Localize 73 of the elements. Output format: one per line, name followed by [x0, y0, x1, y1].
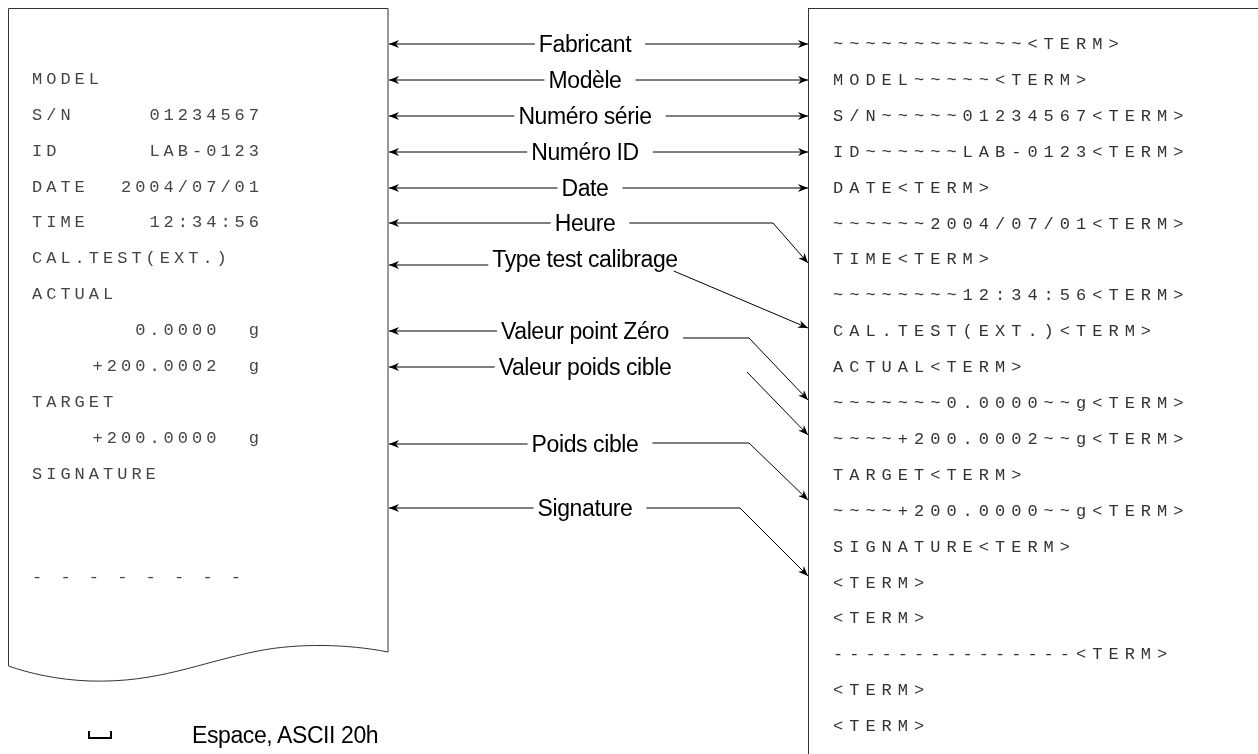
field-label: Type test calibrage: [492, 246, 678, 272]
data-line: SIGNATURE<TERM>: [833, 537, 1077, 558]
data-line: ~~~~~~2004/07/01<TERM>: [833, 214, 1190, 235]
data-line: TIME<TERM>: [833, 250, 996, 271]
printout-text: SIGNATURE: [32, 465, 160, 485]
arrow: [388, 184, 558, 192]
data-line: CAL.TEST(EXT.)<TERM>: [833, 322, 1158, 343]
printout-text: 0.0000 g: [135, 321, 263, 341]
arrow: [388, 504, 535, 512]
arrow: [645, 507, 809, 577]
printout-text: +200.0002 g: [92, 357, 263, 377]
data-line: TARGET<TERM>: [833, 465, 1028, 486]
printout-text: 2004/07/01: [120, 178, 263, 198]
printout-text: S/N: [32, 106, 75, 126]
printout-text: ACTUAL: [32, 285, 118, 305]
data-line: <TERM>: [833, 681, 931, 702]
printout-text: CAL.TEST(EXT.): [32, 249, 231, 269]
arrow: [388, 261, 489, 269]
arrow: [652, 148, 809, 156]
data-line: ~~~~~~~0.0000~~g<TERM>: [833, 394, 1190, 414]
data-output-box: [808, 8, 1258, 754]
printout-text: ID: [32, 142, 61, 162]
receipt-paper: [8, 8, 389, 684]
data-line: ~~~~+200.0002~~g<TERM>: [833, 429, 1190, 450]
arrow: [651, 442, 809, 501]
arrow: [388, 76, 545, 84]
printout-text: 01234567: [149, 106, 263, 126]
printout-text: LAB-0123: [149, 142, 263, 162]
arrow: [628, 222, 809, 264]
data-line: ID~~~~~~LAB-0123<TERM>: [833, 142, 1190, 163]
field-label: Heure: [554, 210, 616, 236]
data-line: <TERM>: [833, 609, 931, 630]
arrow: [388, 219, 552, 227]
arrow: [644, 40, 809, 48]
field-label: Numéro série: [518, 103, 652, 129]
data-line: <TERM>: [833, 573, 931, 594]
data-line: DATE<TERM>: [833, 178, 996, 199]
printout-text: 12:34:56: [149, 213, 263, 233]
arrow: [388, 440, 529, 448]
field-label: Poids cible: [531, 431, 639, 457]
field-label: Valeur poids cible: [498, 354, 672, 380]
printout-text: MODEL: [32, 70, 103, 90]
arrow: [635, 76, 809, 84]
arrow: [388, 112, 515, 120]
data-line: ---------------<TERM>: [833, 645, 1174, 666]
arrow: [746, 371, 809, 436]
arrow: [388, 40, 536, 48]
field-label: Valeur point Zéro: [501, 318, 669, 344]
data-line: ~~~~~~~~~~~~<TERM>: [833, 35, 1125, 55]
field-label: Signature: [537, 495, 633, 521]
arrow: [388, 148, 528, 156]
arrow: [665, 112, 809, 120]
arrow: [622, 184, 809, 192]
field-label: Fabricant: [538, 31, 632, 57]
printout-text: TIME: [32, 213, 89, 233]
printout-text: - - - - - - - -: [32, 568, 246, 588]
arrow: [388, 327, 498, 335]
data-line: ~~~~+200.0000~~g<TERM>: [833, 501, 1190, 522]
printout-text: +200.0000 g: [92, 429, 263, 449]
data-line: ~~~~~~~~12:34:56<TERM>: [833, 286, 1190, 307]
arrow: [388, 363, 496, 371]
field-label: Numéro ID: [531, 139, 639, 165]
data-line: ACTUAL<TERM>: [833, 358, 1028, 379]
printout-text: DATE: [32, 178, 89, 198]
legend-text: Espace, ASCII 20h: [192, 722, 379, 748]
arrow: [673, 270, 809, 329]
field-label: Date: [561, 175, 609, 201]
data-line: MODEL~~~~~<TERM>: [833, 70, 1093, 91]
arrow: [682, 337, 809, 401]
data-line: S/N~~~~~01234567<TERM>: [833, 106, 1190, 127]
printout-text: TARGET: [32, 393, 118, 413]
data-line: <TERM>: [833, 717, 931, 738]
field-label: Modèle: [548, 67, 622, 93]
